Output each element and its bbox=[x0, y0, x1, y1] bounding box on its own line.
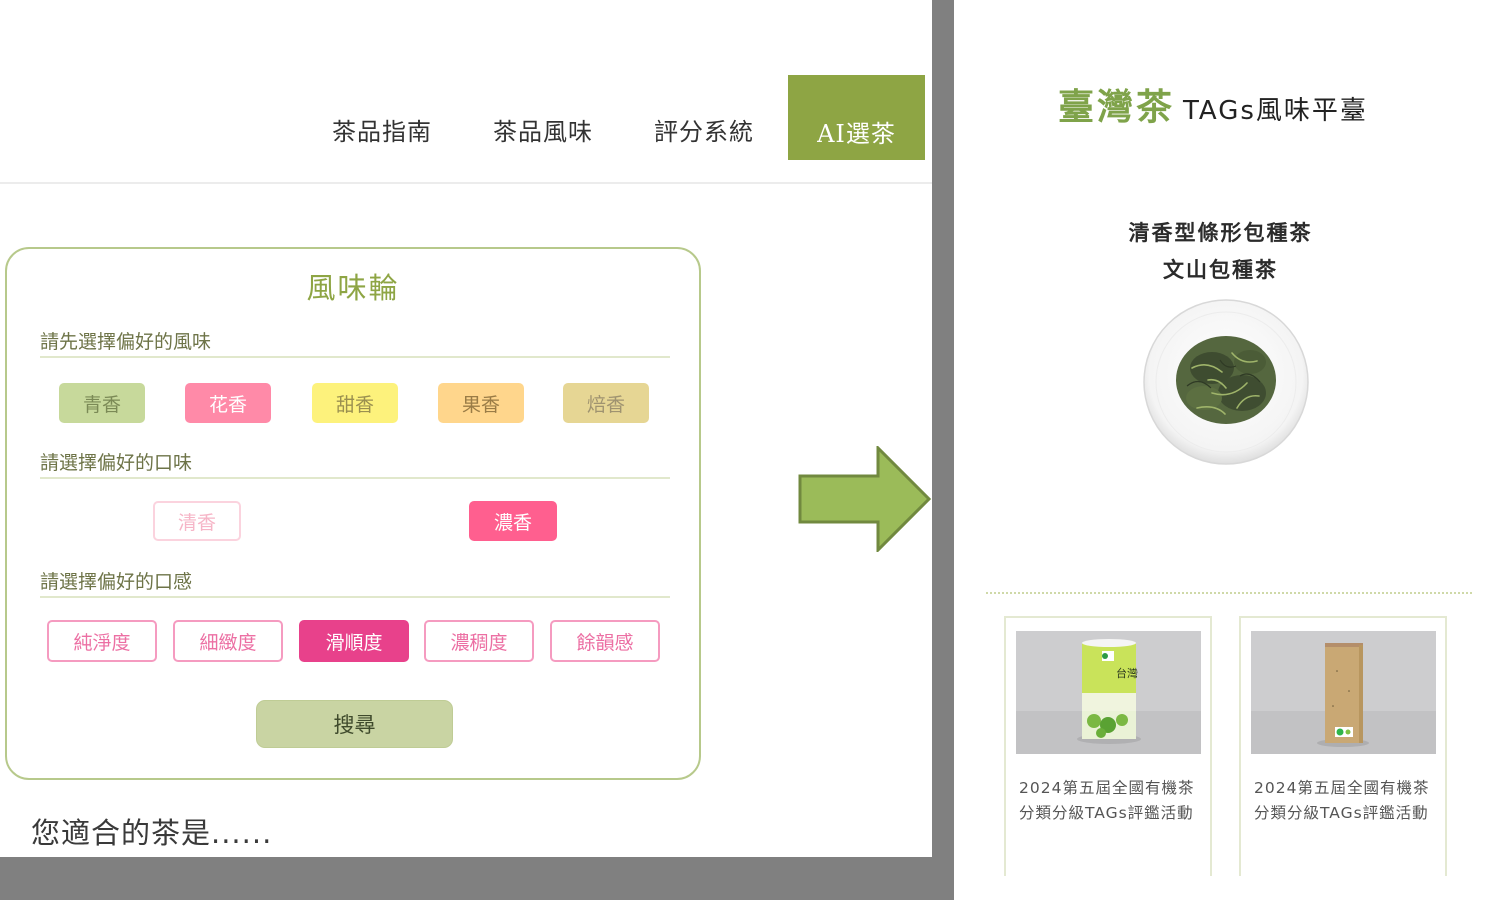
nav-item-tea-flavor[interactable]: 茶品風味 bbox=[493, 118, 593, 146]
texture-chip-purity[interactable]: 純淨度 bbox=[47, 620, 157, 662]
aroma-chip-floral[interactable]: 花香 bbox=[185, 383, 271, 423]
nav-item-rating-system[interactable]: 評分系統 bbox=[654, 118, 754, 146]
aroma-chip-green[interactable]: 青香 bbox=[59, 383, 145, 423]
taste-chip-light[interactable]: 清香 bbox=[153, 501, 241, 541]
news-card-title: 2024第五屆全國有機茶分類分級TAGs評鑑活動 bbox=[1019, 779, 1195, 822]
taste-section-label: 請選擇偏好的口味 bbox=[40, 452, 193, 474]
right-arrow-icon bbox=[798, 446, 932, 552]
aroma-section-divider bbox=[40, 356, 670, 358]
svg-text:台灣: 台灣 bbox=[1116, 666, 1138, 680]
texture-chip-thickness[interactable]: 濃稠度 bbox=[424, 620, 534, 662]
search-button[interactable]: 搜尋 bbox=[256, 700, 453, 748]
logo-tags-platform: TAGs風味平臺 bbox=[1183, 96, 1368, 126]
aroma-section-label: 請先選擇偏好的風味 bbox=[40, 331, 212, 353]
aroma-chip-fruity[interactable]: 果香 bbox=[438, 383, 524, 423]
tea-name: 文山包種茶 bbox=[1163, 258, 1278, 282]
aroma-chip-roasted[interactable]: 焙香 bbox=[563, 383, 649, 423]
texture-chip-aftertaste[interactable]: 餘韻感 bbox=[550, 620, 660, 662]
news-card-title: 2024第五屆全國有機茶分類分級TAGs評鑑活動 bbox=[1254, 779, 1430, 822]
green-tea-can-image: 台灣 bbox=[1016, 631, 1201, 754]
section-divider bbox=[986, 592, 1472, 594]
result-heading: 您適合的茶是...... bbox=[31, 816, 273, 850]
texture-chip-smoothness[interactable]: 滑順度 bbox=[299, 620, 409, 662]
flavor-wheel-card: 風味輪 請先選擇偏好的風味 青香 花香 甜香 果香 焙香 請選擇偏好的口味 清香… bbox=[5, 247, 701, 780]
top-navigation: 茶品指南 茶品風味 評分系統 AI選茶 bbox=[0, 0, 932, 184]
nav-item-ai-tea-selection[interactable]: AI選茶 bbox=[788, 75, 925, 160]
tea-category: 清香型條形包種茶 bbox=[1128, 221, 1313, 245]
taste-section-divider bbox=[40, 477, 670, 479]
taste-chip-strong[interactable]: 濃香 bbox=[469, 501, 557, 541]
texture-section-label: 請選擇偏好的口感 bbox=[40, 571, 193, 593]
flavor-wheel-title: 風味輪 bbox=[306, 271, 400, 305]
texture-chip-delicacy[interactable]: 細緻度 bbox=[173, 620, 283, 662]
left-screenshot-panel: 茶品指南 茶品風味 評分系統 AI選茶 風味輪 請先選擇偏好的風味 青香 花香 … bbox=[0, 0, 932, 857]
texture-section-divider bbox=[40, 596, 670, 598]
nav-item-tea-guide[interactable]: 茶品指南 bbox=[332, 118, 432, 146]
news-card[interactable]: 台灣 2024第五屆全國有機茶分類分級TAGs評鑑活動 bbox=[1004, 616, 1212, 876]
kraft-tea-box-image bbox=[1251, 631, 1436, 754]
aroma-chip-sweet[interactable]: 甜香 bbox=[312, 383, 398, 423]
tea-leaves-plate-image bbox=[1143, 299, 1309, 465]
logo-taiwan-tea: 臺灣茶 bbox=[1058, 87, 1176, 128]
news-card[interactable]: 2024第五屆全國有機茶分類分級TAGs評鑑活動 bbox=[1239, 616, 1447, 876]
